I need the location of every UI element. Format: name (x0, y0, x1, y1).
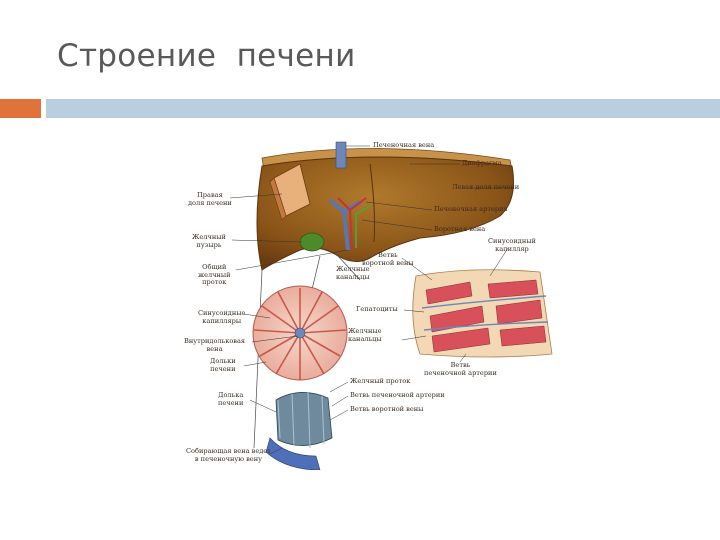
label-left-lobe: Левая доля печени (452, 184, 519, 192)
title-accent-bar (0, 99, 41, 118)
label-sinusoid-capillary: Синусоидный капилляр (488, 238, 536, 253)
slide-title: Строение печени (57, 38, 356, 74)
label-hepatic-artery-branch: Ветвь печеночной артерии (350, 392, 445, 400)
label-liver-lobule-lower: Долька печени (218, 392, 243, 407)
liver-illustration (170, 130, 570, 470)
label-bile-duct: Желчный проток (350, 378, 410, 386)
label-portal-vein-branch: Ветвь воротной вены (350, 406, 423, 414)
label-hepatic-artery: Печеночная артерия (434, 206, 508, 214)
label-hepatic-artery-branch-right: Ветвь печеночной артерии (424, 362, 497, 377)
liver-structure-diagram: Печеночная вена Диафрагма Левая доля печ… (170, 130, 570, 470)
label-collecting-vein: Собирающая вена ведет в печеночную вену (186, 448, 271, 463)
label-liver-lobule-upper: Дольки печени (210, 358, 236, 373)
label-intralobular-vein: Внутридольковая вена (184, 338, 245, 353)
label-diaphragm: Диафрагма (462, 160, 502, 168)
label-sinusoid-capillaries: Синусоидные капилляры (198, 310, 245, 325)
title-rule-bar (46, 99, 720, 118)
label-right-lobe: Правая доля печени (188, 192, 232, 207)
label-hepatic-vein: Печеночная вена (373, 142, 434, 150)
gallbladder (300, 233, 324, 251)
label-hepatocytes: Гепатоциты (356, 306, 398, 314)
label-common-bile-duct: Общий желчный проток (198, 264, 231, 287)
central-vein (295, 328, 305, 338)
label-bile-ducts-upper: Желчные канальцы (336, 266, 370, 281)
label-bile-ducts-lower: Желчные канальцы (348, 328, 382, 343)
hepatic-vein (336, 142, 346, 168)
label-gallbladder: Желчный пузырь (192, 234, 226, 249)
label-portal-vein: Воротная вена (434, 226, 485, 234)
